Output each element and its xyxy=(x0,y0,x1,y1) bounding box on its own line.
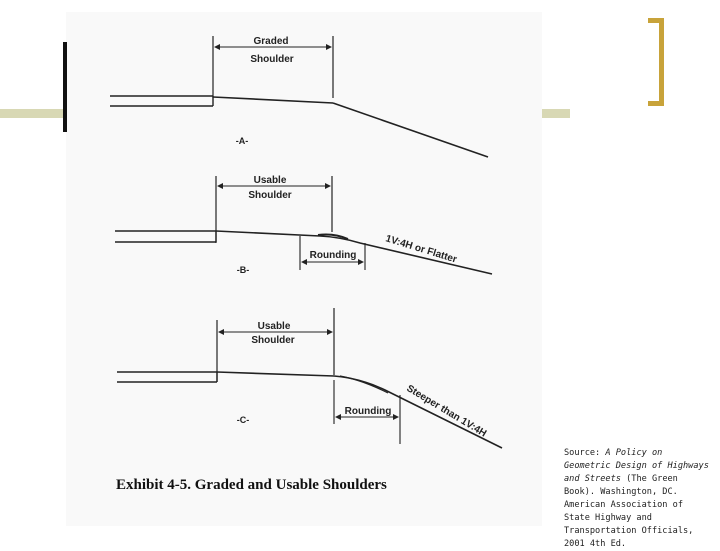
source-prefix: Source: xyxy=(564,448,606,458)
diagram-b-dimension-label-2: Shoulder xyxy=(248,190,291,201)
diagram-b-slope-label: 1V:4H or Flatter xyxy=(384,233,458,265)
diagram-c-dimension-label-1: Usable xyxy=(258,321,291,332)
source-citation: Source: A Policy on Geometric Design of … xyxy=(564,447,714,551)
figure-background xyxy=(66,12,542,526)
diagram-c-rounding-label: Rounding xyxy=(345,406,392,417)
source-title: A Policy on Geometric Design of Highways… xyxy=(564,448,709,484)
source-rest: (The Green Book). Washington, DC. Americ… xyxy=(564,474,694,549)
decorative-bracket xyxy=(648,18,664,106)
diagram-a-dimension-label-2: Shoulder xyxy=(250,54,293,65)
diagram-c-case-label: -C- xyxy=(237,415,250,425)
diagram-c-slope-label: Steeper than 1V:4H xyxy=(404,383,488,439)
diagram-b-dimension-label-1: Usable xyxy=(254,175,287,186)
diagram-b-rounding-label: Rounding xyxy=(310,250,357,261)
decorative-vertical-line xyxy=(63,42,67,132)
diagram-b: Usable Shoulder Rounding 1V:4H or Flatte… xyxy=(115,175,493,275)
diagram-a-case-label: -A- xyxy=(236,136,249,146)
diagram-a-dimension-label-1: Graded xyxy=(253,36,288,47)
diagram-c: Usable Shoulder Rounding Steeper than 1V… xyxy=(117,308,503,449)
figure-caption: Exhibit 4-5. Graded and Usable Shoulders xyxy=(116,477,387,493)
diagram-b-case-label: -B- xyxy=(237,265,250,275)
diagram-a: Graded Shoulder -A- xyxy=(110,36,489,158)
diagram-c-dimension-label-2: Shoulder xyxy=(251,335,294,346)
